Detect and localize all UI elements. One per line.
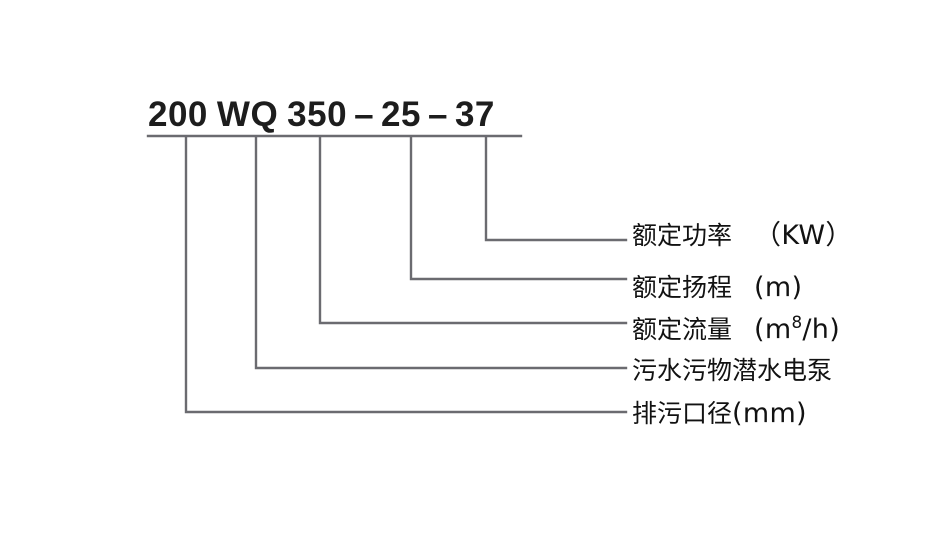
callout-pump-type-label: 污水污物潜水电泵 [632,356,833,385]
callout-discharge-bore: 排污口径(mm) [632,400,807,427]
callout-rated-flow-unit-exponent: 8 [791,312,803,332]
callout-rated-power-label: 额定功率 [632,221,733,250]
leader-pump-type [254,135,628,370]
model-segment-flow: 350 [287,95,348,134]
callout-rated-flow-unit-suffix: /h) [802,314,841,345]
model-dash-2: – [427,95,448,134]
callout-discharge-bore-label: 排污口径 [632,399,733,428]
callout-rated-head-label: 额定扬程 [632,273,733,302]
leader-rated-flow [318,135,628,325]
callout-discharge-bore-unit: (mm) [732,398,807,429]
callout-rated-flow-unit: (m8/h) [754,314,840,345]
leader-discharge-bore [184,135,628,414]
callout-rated-head: 额定扬程 (m) [632,274,802,301]
model-segment-power: 37 [454,95,495,134]
leader-rated-power [484,135,628,242]
callout-rated-flow-unit-prefix: (m [754,314,792,345]
model-segment-head: 25 [381,95,421,134]
callout-rated-flow-label: 额定流量 [632,315,733,344]
model-segment-series: WQ [216,95,279,134]
leader-rated-head [409,135,628,281]
model-segment-bore: 200 [148,95,208,134]
model-dash-1: – [354,95,375,134]
callout-rated-power: 额定功率 （KW） [632,222,853,249]
callout-pump-type: 污水污物潜水电泵 [632,358,832,383]
callout-rated-power-unit: （KW） [754,220,853,251]
callout-rated-flow: 额定流量 (m8/h) [632,314,840,345]
callout-rated-head-unit: (m) [754,272,803,303]
